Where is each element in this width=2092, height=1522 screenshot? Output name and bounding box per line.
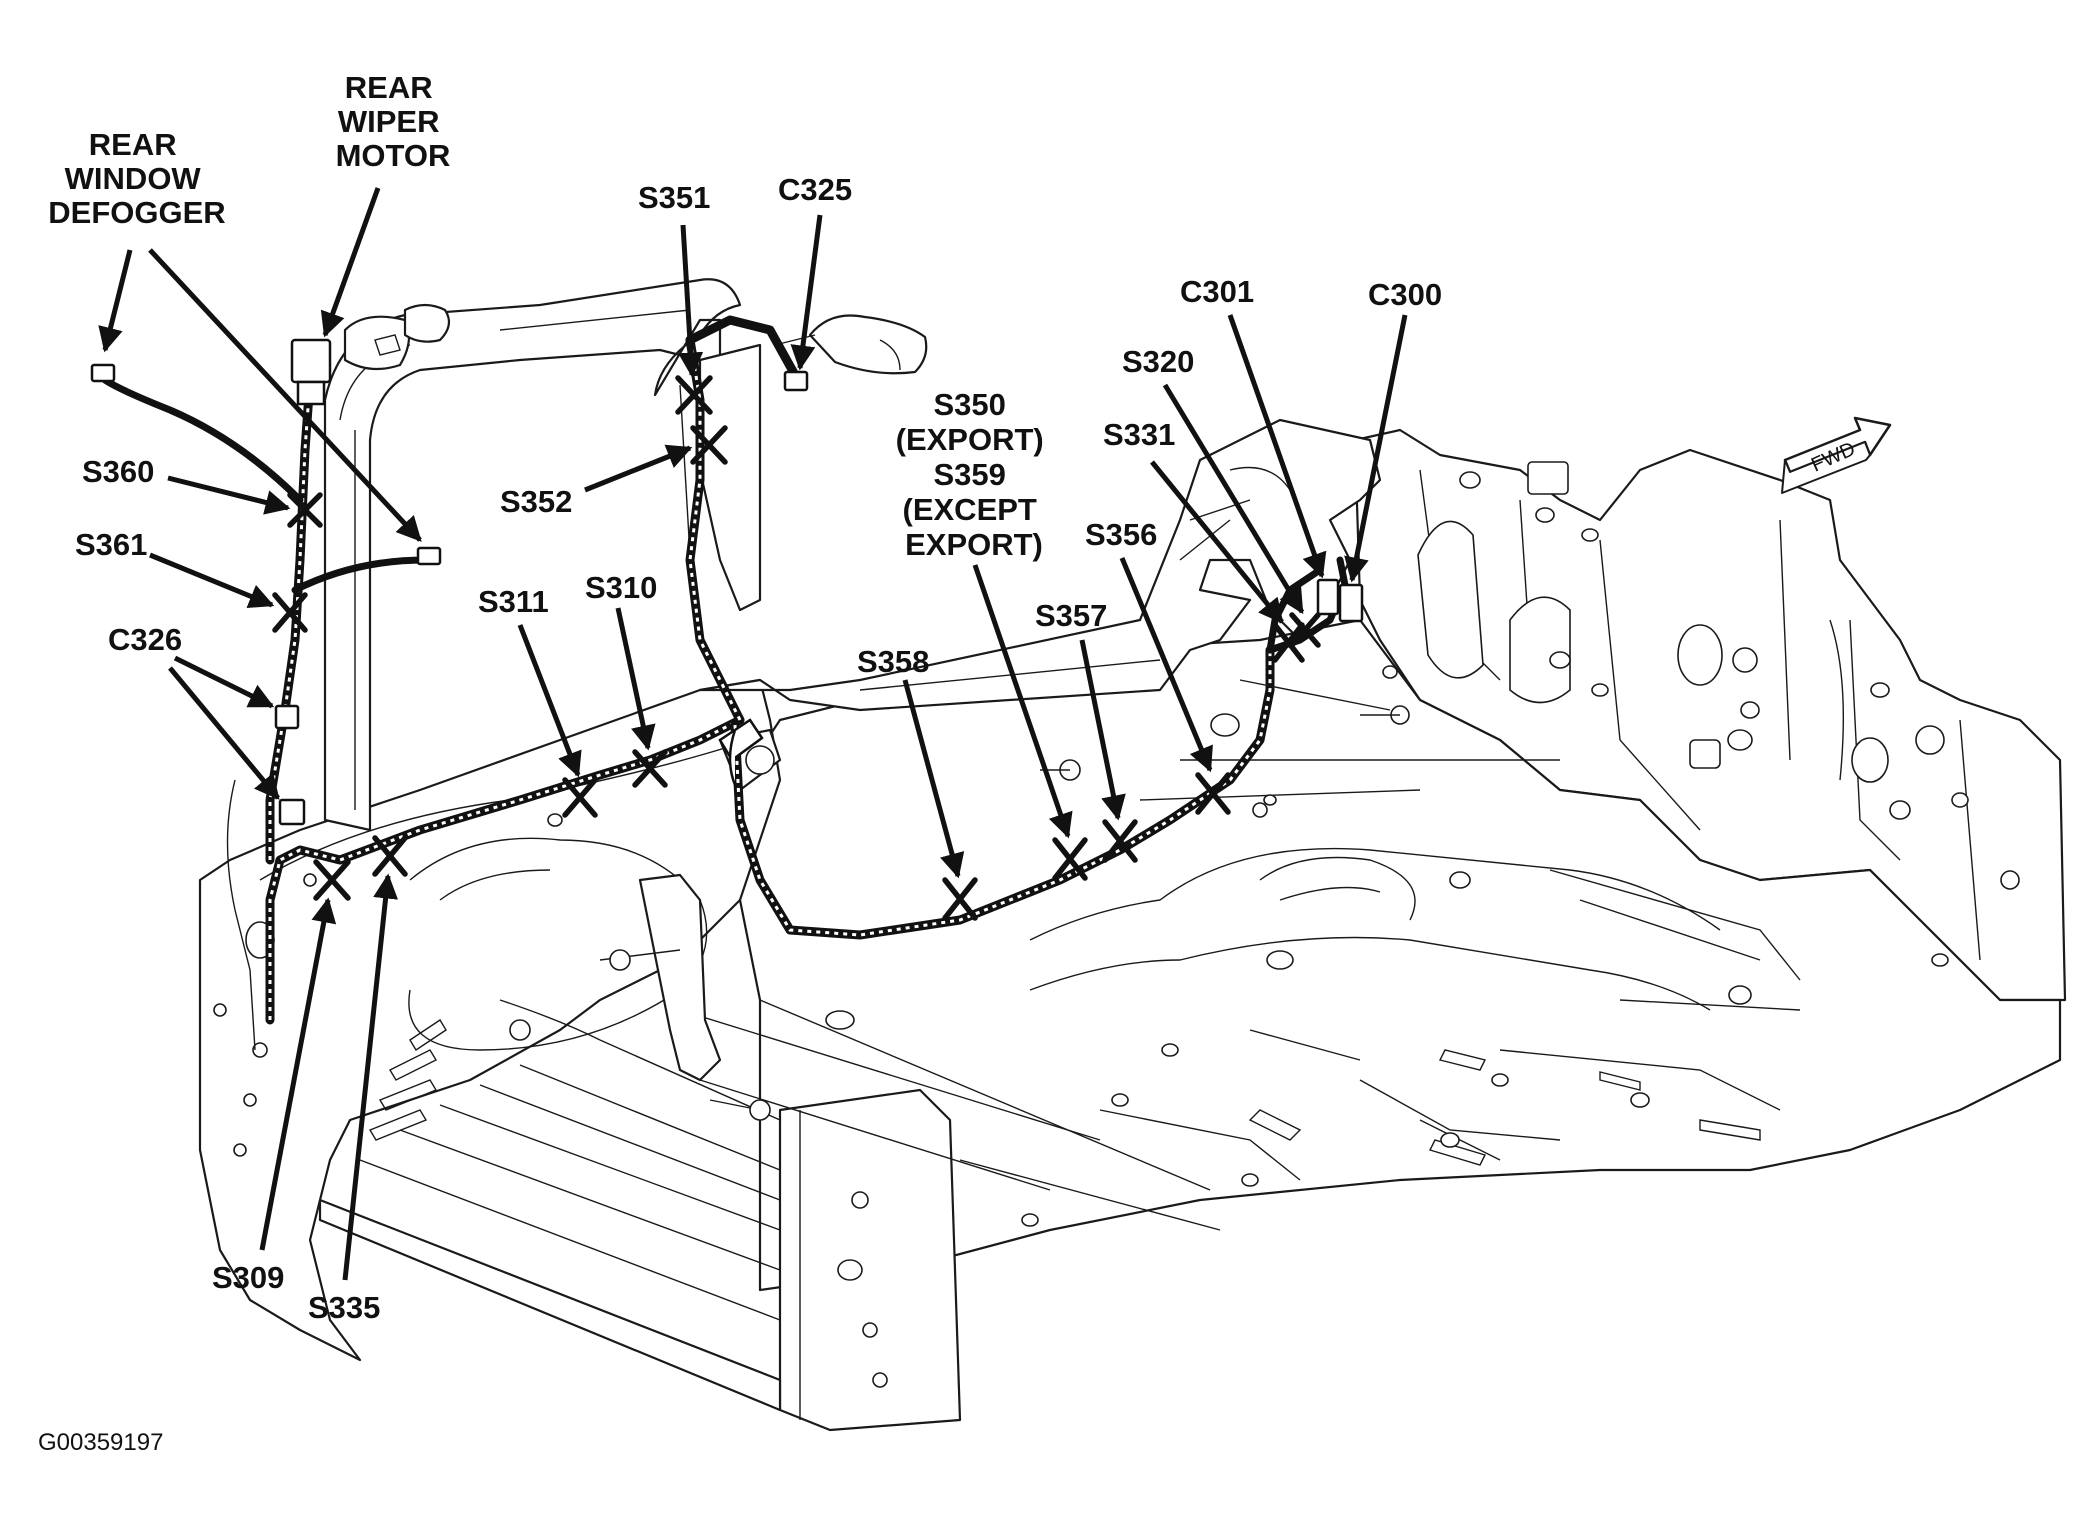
leader-s335 [342,873,399,1281]
leader-s360 [167,475,291,515]
label-s320: S320 [1122,344,1194,379]
splice-x-s351 [675,375,713,415]
splice-x-s357 [1102,819,1138,863]
rear-crossmember [318,999,1221,1432]
label-s350-s359: S350 (EXPORT) S359 (EXCEPT EXPORT) [896,387,1053,562]
label-s356: S356 [1085,517,1157,552]
splice-x-s320 [1289,612,1321,648]
figure-code: G00359197 [38,1429,163,1456]
harness-defogger-jumper [291,556,429,594]
splice-x-s352 [690,425,728,465]
harness-roof-c325 [685,315,800,380]
leader-c325 [790,214,823,371]
splice-x-s310 [632,749,668,788]
leader-s350-s359 [972,564,1073,839]
label-s351: S351 [638,180,710,215]
label-c326: C326 [108,622,182,657]
leader-c300 [1344,314,1408,583]
rear-wiper-motor-connector [290,338,332,384]
label-s360: S360 [82,454,154,489]
c326-upper-connector [274,704,300,730]
leader-s309 [259,897,337,1251]
splice-x-s311 [562,777,598,818]
label-s358: S358 [857,644,929,679]
leader-s320 [1162,383,1305,615]
label-s331: S331 [1103,417,1175,452]
label-s352: S352 [500,484,572,519]
belt-brackets [599,705,1410,1121]
leader-defogger-right [148,248,422,542]
dash-panel [1353,428,2067,1002]
leader-s311 [517,624,582,778]
splice-x-s361 [272,592,308,633]
splice-x-s356 [1195,772,1231,815]
c325-connector [783,370,809,392]
splice-x-s335 [372,835,408,877]
leader-c326-upper [173,655,275,709]
defogger-connector-right [416,546,442,566]
leader-defogger-left [98,249,133,353]
leader-s352 [584,444,693,493]
floor-pan [738,618,2062,1292]
harness-defogger-feed [101,376,304,504]
c326-lower-connector [278,798,306,826]
ground-strap [1239,679,1391,711]
leader-s356 [1119,557,1213,773]
forward-direction-arrow: FWD [1781,416,1892,494]
leader-lines [98,187,1408,1281]
vehicle-body [198,278,2067,1432]
label-s309: S309 [212,1260,284,1295]
leader-s357 [1079,639,1126,821]
label-s311: S311 [478,584,549,619]
leader-s361 [149,552,275,609]
leader-s358 [902,679,965,879]
label-c325: C325 [778,172,852,207]
label-c300: C300 [1368,277,1442,312]
label-s335: S335 [308,1290,380,1325]
splice-x-s309 [313,859,351,901]
splice-x-s358 [942,877,978,921]
leader-s310 [615,607,656,751]
harness-pillar-up-core [688,339,742,721]
label-s357: S357 [1035,598,1107,633]
splice-marks [272,375,1321,921]
left-side-panel [198,678,782,1362]
splice-x-s350-s359 [1052,837,1088,881]
callout-labels: REAR WINDOW DEFOGGER REAR WIPER MOTOR S3… [38,70,1442,1456]
c301-connector [1316,578,1340,616]
leader-s331 [1150,460,1284,624]
leader-c326-lower [168,666,280,800]
splice-x-s360 [287,492,323,528]
splice-x-s331 [1272,622,1305,663]
c300-connector [1338,583,1364,623]
connectors [90,338,1364,826]
harness-wiper [265,375,315,865]
leader-s351 [678,224,704,378]
harness-floor-run-core [733,650,1272,937]
label-s361: S361 [75,527,147,562]
label-rear-wiper-motor: REAR WIPER MOTOR [336,70,451,173]
leader-c301 [1227,314,1327,579]
label-c301: C301 [1180,274,1254,309]
label-s310: S310 [585,570,657,605]
label-rear-window-defogger: REAR WINDOW DEFOGGER [48,127,225,230]
defogger-connector-left [90,363,116,383]
leader-wiper-motor [320,187,381,338]
